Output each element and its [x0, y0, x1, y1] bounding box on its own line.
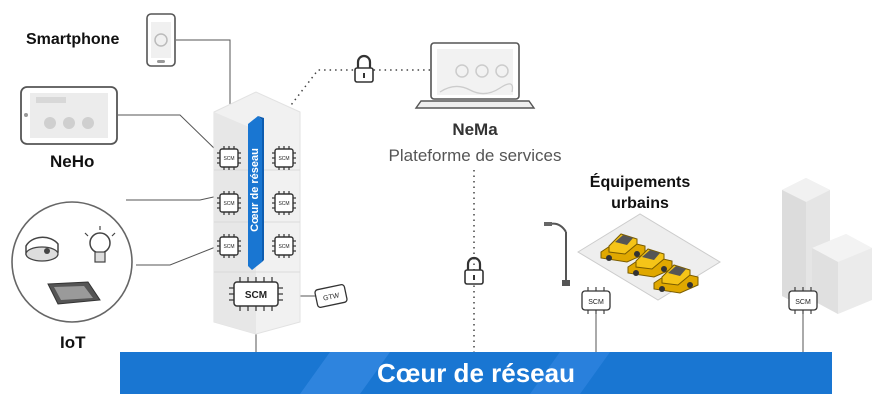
scm-chip-label: SCM [588, 299, 604, 306]
scm-chip-label: SCM [245, 290, 267, 301]
tower-core-label: Cœur de réseau [249, 148, 261, 232]
scm-chip-label: SCM [795, 299, 811, 306]
tablet-icon [20, 86, 118, 145]
urban-equipment-label-line2: urbains [611, 195, 669, 212]
smartphone-label: Smartphone [26, 31, 120, 48]
core-network-banner [120, 352, 832, 394]
bulb-icon [84, 226, 116, 263]
phone-icon [47, 281, 101, 305]
tower-chip-label: SCM [223, 244, 234, 250]
gtw-chip [314, 283, 348, 309]
laptop-icon [414, 42, 536, 109]
tower-chip-label: SCM [278, 244, 289, 250]
scm-main-chip [229, 277, 283, 311]
nema-title: NeMa [452, 120, 498, 139]
tower-chip-label: SCM [278, 201, 289, 207]
tower-chip-label: SCM [223, 201, 234, 207]
iot-devices-circle [11, 201, 133, 323]
tower-chip-label: SCM [223, 156, 234, 162]
scm-chip-building [788, 287, 818, 314]
street-lamp-icon [544, 222, 570, 286]
nema-subtitle: Plateforme de services [388, 146, 562, 165]
tower-chip-label: SCM [278, 156, 289, 162]
core-network-label: Cœur de réseau [377, 358, 575, 388]
scm-chip-urban [581, 287, 611, 314]
lock-icon [353, 54, 375, 84]
lock-icon [463, 256, 485, 286]
neho-label: NeHo [50, 152, 95, 171]
smartphone-icon [146, 13, 176, 67]
camera-icon [25, 236, 59, 262]
building-icon [782, 178, 872, 314]
gtw-chip-label: GTW [323, 292, 341, 302]
urban-equipment-label-line1: Équipements [589, 174, 691, 191]
iot-label: IoT [60, 333, 86, 352]
